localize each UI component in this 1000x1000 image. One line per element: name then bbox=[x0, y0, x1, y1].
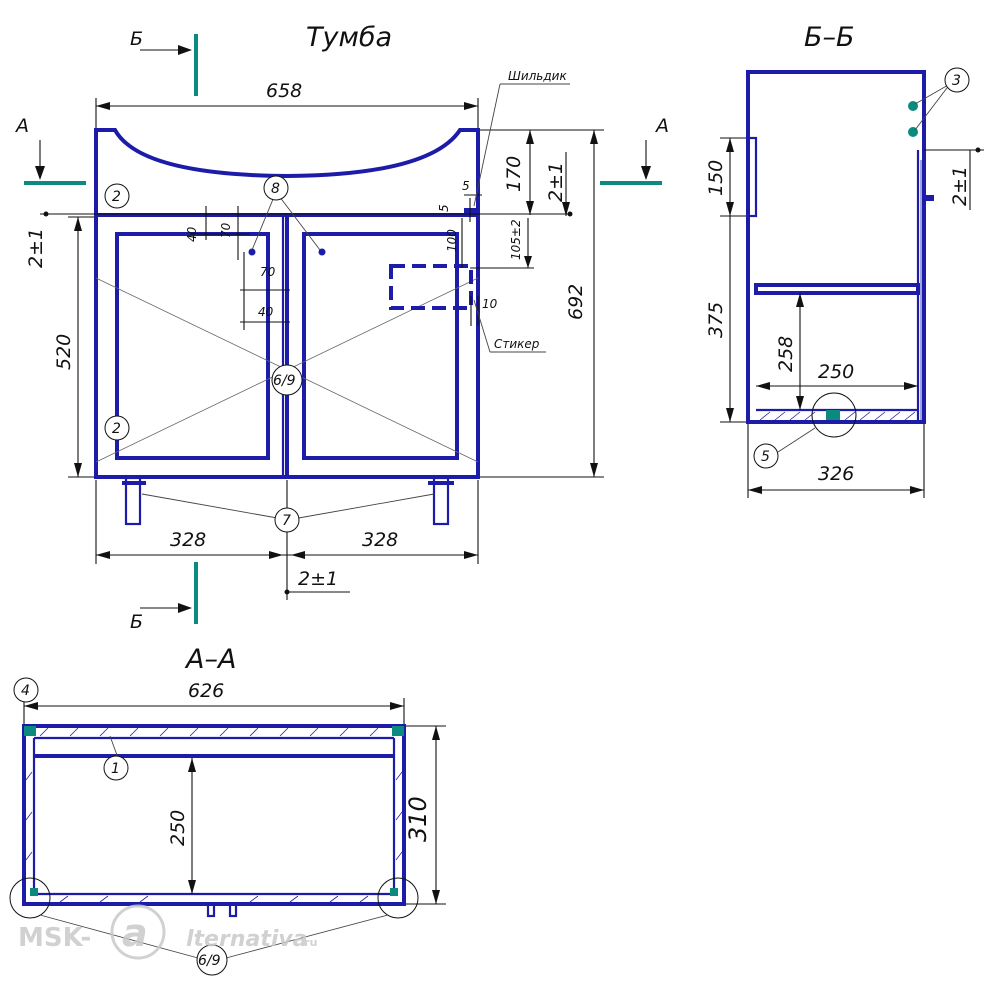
dim-top-height: 170 bbox=[503, 156, 525, 192]
dim-b-shelf-height: 258 bbox=[775, 336, 797, 372]
cut-marks: Б Б А А bbox=[14, 28, 669, 633]
dim-left-door-width: 328 bbox=[170, 529, 206, 551]
balloon-6-9-front: 6/9 bbox=[273, 373, 296, 389]
front-view-title: Тумба bbox=[306, 22, 392, 53]
sticker-outline bbox=[389, 264, 473, 310]
leg-a-1 bbox=[206, 902, 216, 918]
cut-label-a-right: А bbox=[654, 115, 669, 137]
label-sticker: Стикер bbox=[494, 337, 540, 351]
dim-nameplate-h: 5 bbox=[462, 179, 470, 193]
dim-nameplate-v: 5 bbox=[437, 204, 451, 212]
balloon-2-bottom: 2 bbox=[112, 421, 121, 437]
leg-a-2 bbox=[228, 902, 238, 918]
section-a-title: А–А bbox=[184, 644, 236, 675]
cabinet-top-panel bbox=[94, 128, 480, 217]
dim-sticker-dist: 105±2 bbox=[509, 219, 523, 260]
corner-fastener-bl bbox=[30, 888, 38, 896]
balloon-6-9-a: 6/9 bbox=[198, 953, 221, 969]
dim-a-depth: 310 bbox=[404, 796, 432, 842]
label-nameplate: Шильдик bbox=[508, 69, 567, 83]
dim-front-width: 658 bbox=[266, 80, 302, 102]
dim-b-shelf-depth: 250 bbox=[818, 361, 854, 383]
dim-bottom-gap: 2±1 bbox=[298, 568, 338, 590]
balloon-8: 8 bbox=[271, 181, 280, 197]
right-handle-hole bbox=[318, 248, 326, 256]
left-handle-hole bbox=[248, 248, 256, 256]
section-a-hatch bbox=[25, 727, 403, 903]
svg-text:a: a bbox=[122, 911, 148, 955]
fastener-3a bbox=[908, 101, 918, 111]
dim-a-width: 626 bbox=[188, 680, 224, 702]
cut-label-b-bottom: Б bbox=[130, 611, 143, 633]
section-a-view: 626 310 250 4 1 6/9 А–А bbox=[9, 644, 446, 976]
cut-label-a-left: А bbox=[14, 115, 29, 137]
dim-b-gap: 2±1 bbox=[949, 166, 971, 206]
dim-b-depth: 326 bbox=[818, 463, 854, 485]
cut-label-b-top: Б bbox=[130, 28, 143, 50]
dim-b-lower: 375 bbox=[705, 302, 727, 338]
balloon-3: 3 bbox=[952, 73, 961, 89]
balloon-7: 7 bbox=[282, 513, 291, 529]
front-view: 658 692 170 2±1 2±1 520 bbox=[25, 22, 604, 600]
dim-hole-v2: 70 bbox=[260, 265, 276, 279]
right-door-panel bbox=[302, 232, 459, 460]
corner-fastener-tr bbox=[392, 726, 404, 736]
balloon-1: 1 bbox=[111, 761, 120, 777]
balloon-2-top: 2 bbox=[112, 189, 121, 205]
dim-a-inner: 250 bbox=[167, 810, 189, 846]
leg-right bbox=[432, 476, 450, 526]
dim-sticker-vert: 100 bbox=[445, 229, 459, 252]
dim-top-gap: 2±1 bbox=[545, 162, 567, 202]
side-section-outline bbox=[746, 70, 926, 424]
dim-front-height: 692 bbox=[565, 284, 587, 320]
dim-hole-h1: 40 bbox=[185, 226, 199, 242]
watermark-left: MSK- bbox=[18, 923, 91, 953]
corner-fastener-br bbox=[390, 888, 398, 896]
dim-hole-v1: 70 bbox=[219, 222, 233, 238]
dim-door-height: 520 bbox=[53, 334, 75, 370]
watermark-tld: .ru bbox=[300, 936, 317, 949]
plan-section-outline bbox=[22, 724, 406, 906]
watermark-logo: MSK- a lternativa .ru bbox=[18, 904, 317, 960]
watermark-right: lternativa bbox=[186, 927, 308, 952]
fastener-5 bbox=[826, 410, 840, 420]
section-b-view: 150 375 258 250 326 2±1 3 bbox=[705, 22, 984, 498]
door-profile bbox=[746, 136, 758, 218]
dim-right-door-width: 328 bbox=[362, 529, 398, 551]
leg-left bbox=[124, 476, 142, 526]
dim-hole-h2: 40 bbox=[258, 305, 274, 319]
corner-fastener-tl bbox=[24, 726, 36, 736]
dim-b-upper: 150 bbox=[705, 160, 727, 196]
shelf bbox=[754, 283, 920, 295]
dim-left-gap: 2±1 bbox=[25, 228, 47, 268]
left-door-panel bbox=[115, 232, 270, 460]
section-b-title: Б–Б bbox=[804, 22, 855, 53]
balloon-4: 4 bbox=[21, 683, 30, 699]
dim-sticker-side: 10 bbox=[482, 297, 498, 311]
bottom-hatch bbox=[759, 411, 916, 421]
balloon-5: 5 bbox=[761, 449, 770, 465]
